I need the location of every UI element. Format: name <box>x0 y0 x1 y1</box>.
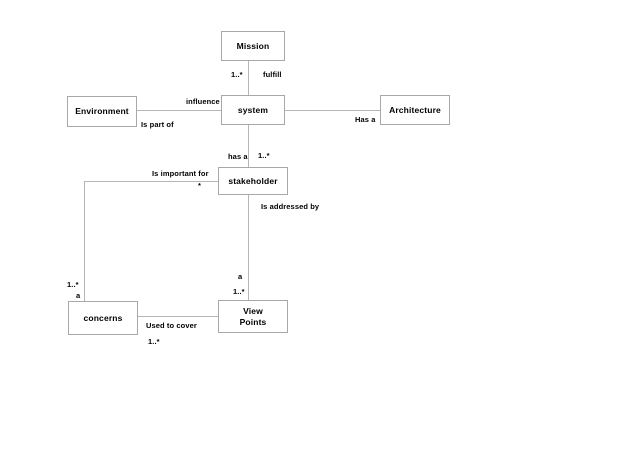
label-viewpoints-multiplicity-a: a <box>238 272 243 281</box>
label-mission-system-role: fulfill <box>263 70 282 79</box>
node-architecture-label: Architecture <box>389 104 441 115</box>
node-stakeholder[interactable]: stakeholder <box>218 167 288 195</box>
label-viewpoints-multiplicity-star: 1..* <box>233 287 245 296</box>
label-system-architecture-role: Has a <box>355 115 376 124</box>
label-concerns-multiplicity-a: a <box>76 291 81 300</box>
label-concerns-viewpoints-role: Used to cover <box>146 321 197 330</box>
node-system-label: system <box>237 104 269 115</box>
edge-concerns-viewpoints <box>138 316 218 317</box>
edge-stakeholder-viewpoints <box>248 195 249 300</box>
node-stakeholder-label: stakeholder <box>228 175 278 186</box>
edge-mission-system <box>248 61 249 95</box>
edge-environment-system <box>137 110 221 111</box>
label-environment-system-influence: influence <box>186 97 220 106</box>
node-viewpoints-label-line2: Points <box>239 316 267 327</box>
edge-system-stakeholder <box>248 125 249 167</box>
edge-stakeholder-concerns-horizontal <box>84 181 218 182</box>
node-concerns[interactable]: concerns <box>68 301 138 335</box>
node-architecture[interactable]: Architecture <box>380 95 450 125</box>
label-system-stakeholder-role: has a <box>228 152 248 161</box>
label-stakeholder-concerns-role: Is important for <box>152 169 209 178</box>
node-mission-label: Mission <box>236 40 270 51</box>
node-environment[interactable]: Environment <box>67 96 137 127</box>
label-mission-system-multiplicity: 1..* <box>231 70 243 79</box>
label-concerns-viewpoints-multiplicity: 1..* <box>148 337 160 346</box>
edge-system-architecture <box>285 110 380 111</box>
node-concerns-label: concerns <box>83 312 123 323</box>
label-system-stakeholder-multiplicity: 1..* <box>258 151 270 160</box>
node-viewpoints-label-line1: View <box>243 305 263 316</box>
label-concerns-multiplicity-star: 1..* <box>67 280 79 289</box>
node-mission[interactable]: Mission <box>221 31 285 61</box>
node-system[interactable]: system <box>221 95 285 125</box>
label-stakeholder-viewpoints-role: Is addressed by <box>261 202 320 211</box>
label-stakeholder-concerns-multiplicity: * <box>198 181 202 190</box>
node-viewpoints[interactable]: View Points <box>218 300 288 333</box>
edge-stakeholder-concerns-vertical <box>84 181 85 301</box>
node-environment-label: Environment <box>75 106 129 117</box>
label-environment-system-is-part-of: Is part of <box>141 120 174 129</box>
